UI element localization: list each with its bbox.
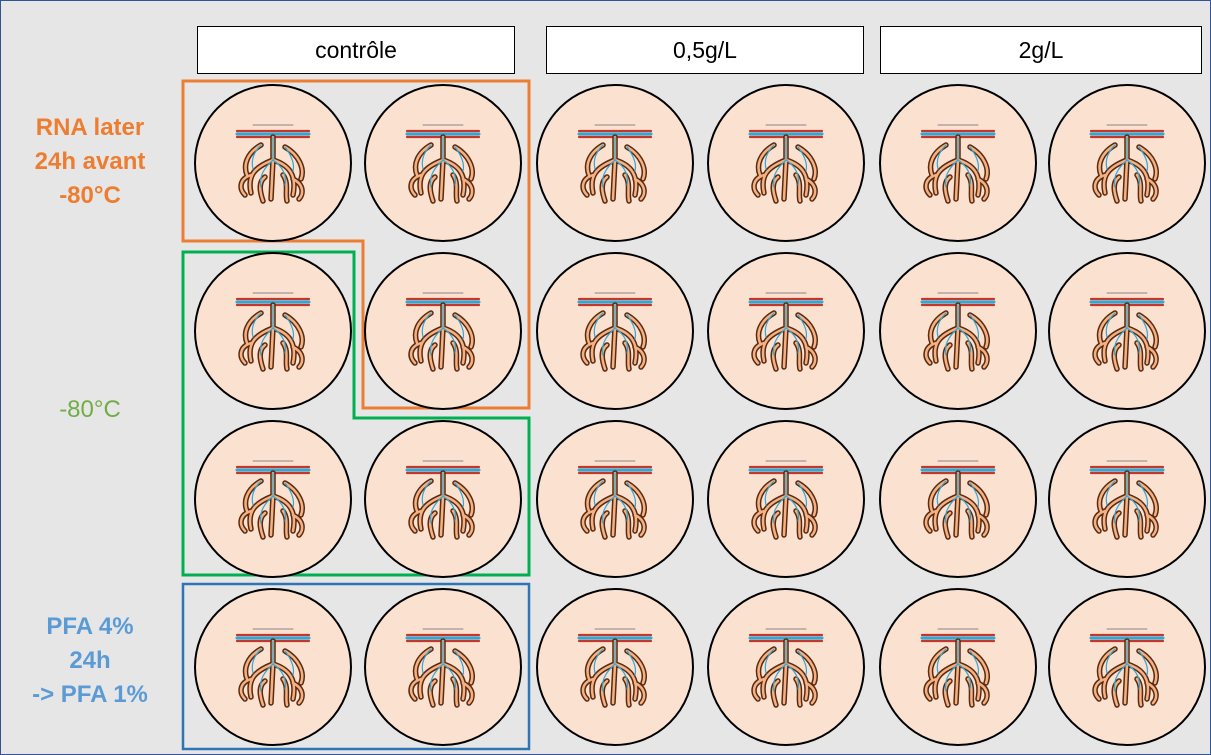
well-layer: [194, 84, 1206, 746]
well-r4-c6: [1048, 588, 1206, 746]
row-label-pfa-line-1: PFA 4%: [46, 613, 134, 640]
well-r4-c1: [194, 588, 352, 746]
column-header-2gl: 2g/L: [880, 26, 1202, 74]
row-label-rna-later-line-2: 24h avant: [34, 148, 146, 175]
row-label-rna-later-line-3: -80°C: [59, 182, 121, 209]
well-r1-c1: [194, 84, 352, 242]
well-r3-c6: [1048, 420, 1206, 578]
well-r4-c2: [364, 588, 522, 746]
well-r1-c3: [536, 84, 694, 242]
well-r4-c4: [707, 588, 865, 746]
group-outline-minus-80: [181, 250, 531, 577]
well-r3-c4: [707, 420, 865, 578]
row-label-pfa: PFA 4% 24h -> PFA 1%: [0, 610, 180, 712]
row-label-pfa-line-3: -> PFA 1%: [32, 681, 148, 708]
row-label-minus-80: -80°C: [0, 393, 180, 427]
well-r2-c5: [879, 252, 1037, 410]
well-r3-c2: [364, 420, 522, 578]
well-r4-c3: [536, 588, 694, 746]
row-label-rna-later-line-1: RNA later: [35, 114, 145, 141]
well-r4-c5: [879, 588, 1037, 746]
well-r1-c5: [879, 84, 1037, 242]
well-r1-c2: [364, 84, 522, 242]
well-r3-c5: [879, 420, 1037, 578]
group-outline-pfa: [181, 582, 531, 751]
well-r3-c3: [536, 420, 694, 578]
well-r2-c4: [707, 252, 865, 410]
column-header-0-5gl: 0,5g/L: [546, 26, 864, 74]
well-r2-c2: [364, 252, 522, 410]
row-label-pfa-line-2: 24h: [69, 647, 111, 674]
well-r2-c3: [536, 252, 694, 410]
well-r2-c1: [194, 252, 352, 410]
well-r1-c6: [1048, 84, 1206, 242]
well-r3-c1: [194, 420, 352, 578]
well-r1-c4: [707, 84, 865, 242]
column-header-controle: contrôle: [197, 26, 515, 74]
well-r2-c6: [1048, 252, 1206, 410]
row-label-rna-later: RNA later 24h avant -80°C: [0, 111, 180, 213]
row-label-minus-80-line-1: -80°C: [59, 396, 121, 423]
group-outline-rna-later: [181, 79, 531, 410]
